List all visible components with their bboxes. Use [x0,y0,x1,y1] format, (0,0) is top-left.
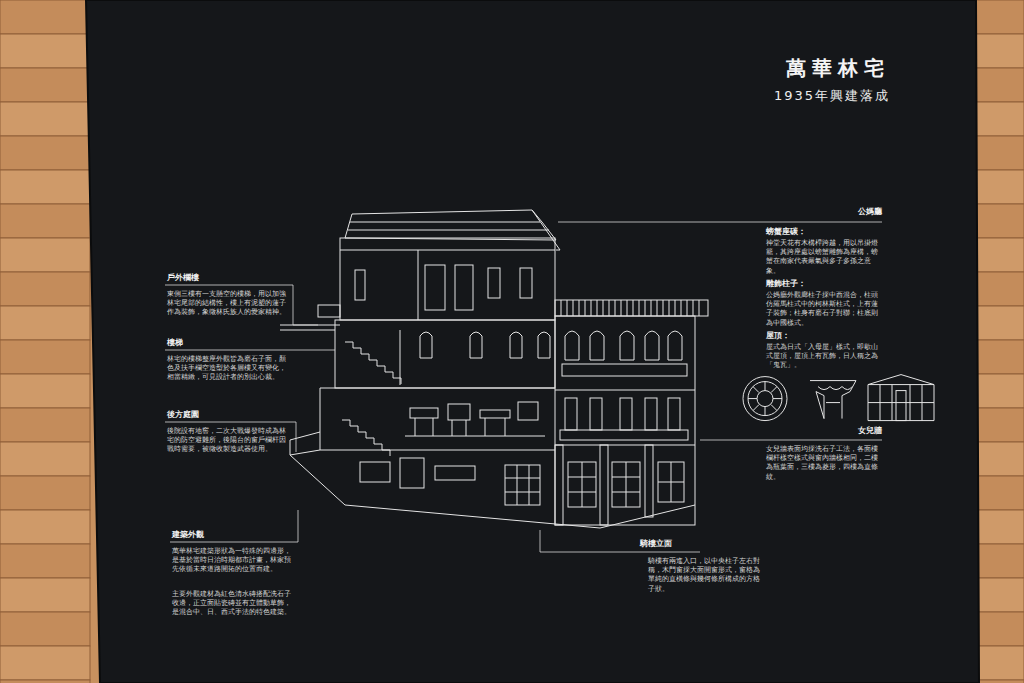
wood-plank [0,68,90,102]
callout-text: 東側三樓有一支懸空的樓梯，用以加強林宅尾部的結構性，樓上有泥塑的蓮子作為裝飾，象… [167,290,287,318]
board-title: 萬華林宅 [680,56,890,80]
house-cutaway [280,210,708,528]
callout-heading: 女兒牆 [766,426,882,436]
wood-plank [972,340,1024,374]
wood-plank [0,136,90,170]
wood-plank [972,306,1024,340]
leader-lines [165,222,882,552]
wood-plank [972,136,1024,170]
detail-icons [743,375,934,421]
wood-plank [972,374,1024,408]
wood-plank [0,646,90,680]
wood-plank [0,476,90,510]
wood-plank [0,204,90,238]
wood-plank [0,34,90,68]
callout-subheading: 屋頂： [766,331,882,341]
wood-plank [972,510,1024,544]
callout-text: 神堂天花有木構桿跨越，用以吊掛燈籠，其跨座處以螃蟹雕飾為座構，螃蟹在南家代表嚴氣… [766,239,882,276]
wood-plank [0,238,90,272]
callout-heading: 樓梯 [167,338,287,348]
callout-text: 林宅的樓梯整座外觀皆為磨石子面，顏色及扶手欄空造型於各層樓又有變化，相當精緻，可… [167,355,287,383]
wood-plank [0,510,90,544]
callout-subheading: 螃蟹座碳： [766,227,882,237]
wood-plank [0,612,90,646]
callout-heading: 建築外觀 [172,530,292,540]
callout-text: 後院設有地窖，二次大戰爆發時成為林宅的防空避難所，後陽台的窗戶欄杆因戰時需要，被… [167,427,287,455]
wood-plank [972,272,1024,306]
wood-plank [0,102,90,136]
wood-plank [0,408,90,442]
wood-plank [972,0,1024,34]
wood-plank [972,170,1024,204]
wood-plank [972,408,1024,442]
callout-text: 女兒牆表面均採洗石子工法，各面樓欄杆樣空樣式與窗內牆樣相同，二樓為瓶葉面，三樓為… [766,445,882,482]
wood-plank [972,68,1024,102]
wood-plank [0,272,90,306]
callout-heading: 戶外欄樓 [167,273,287,283]
wood-plank [972,476,1024,510]
callout-text: 屋式為日式「入母屋」樣式，即歇山式屋頂，屋頂上有瓦飾，日人稱之為「鬼瓦」。 [766,343,882,371]
wood-plank [0,544,90,578]
wood-plank [0,578,90,612]
callout-heading: 公媽廳 [766,207,882,217]
callout-subheading: 雕飾柱子： [766,279,882,289]
wood-plank [0,340,90,374]
callout-text: 主要外觀建材為紅色清水磚搭配洗石子收邊，正立面貼瓷磚並有立體動草飾，是混合中、日… [172,590,292,618]
wood-plank [972,34,1024,68]
wood-plank [0,680,90,683]
black-board [86,0,979,683]
wood-plank [972,578,1024,612]
wood-plank [0,442,90,476]
wood-plank [972,102,1024,136]
callout-heading: 後方庭園 [167,410,287,420]
wood-plank [0,374,90,408]
subtitle: 1935年興建落成 [690,88,890,104]
callout-text: 公媽廳外觀廊柱子採中西混合，柱頭仿羅馬柱式中的柯林斯柱式，上有蓮子裝飾；柱身有磨… [766,291,882,328]
wood-plank [0,170,90,204]
callout-text: 騎樓有兩進入口，以中央柱子左右對稱，木門窗採大面開窗形式，窗格為單純的直橫條與幾… [648,557,763,594]
wood-plank [972,238,1024,272]
callout-text: 萬華林宅建築形狀為一特殊的四邊形，是基於當時日治時期都市計畫，林家預先依循未來道… [172,547,292,575]
board-edge [86,0,979,683]
wood-plank [972,544,1024,578]
wood-plank [0,306,90,340]
wood-plank [972,204,1024,238]
callout-heading: 騎樓立面 [640,539,700,549]
wood-plank [0,0,90,34]
wood-plank [972,442,1024,476]
